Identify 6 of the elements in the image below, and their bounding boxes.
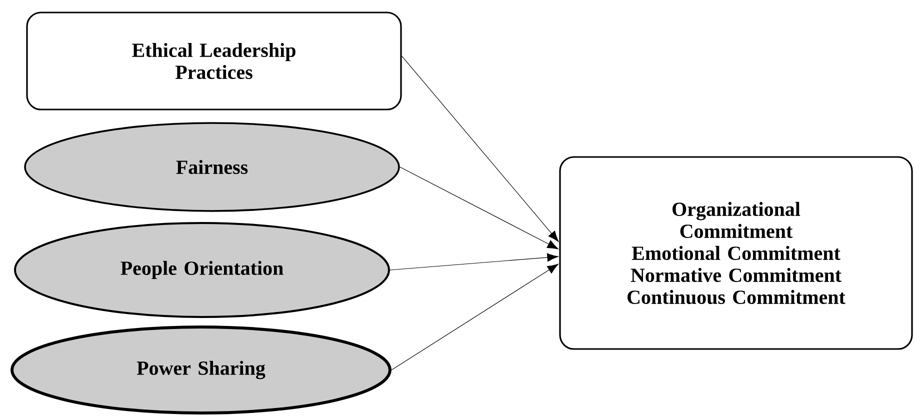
rounded-box: Ethical Leadership Practices: [26, 12, 402, 110]
arrow: [402, 56, 559, 242]
rounded-box: Organizational Commitment Emotional Commitment Normative Commitment Continuous Commitment: [559, 156, 913, 350]
arrow: [391, 264, 558, 370]
arrow: [400, 166, 558, 250]
arrow: [390, 253, 558, 270]
